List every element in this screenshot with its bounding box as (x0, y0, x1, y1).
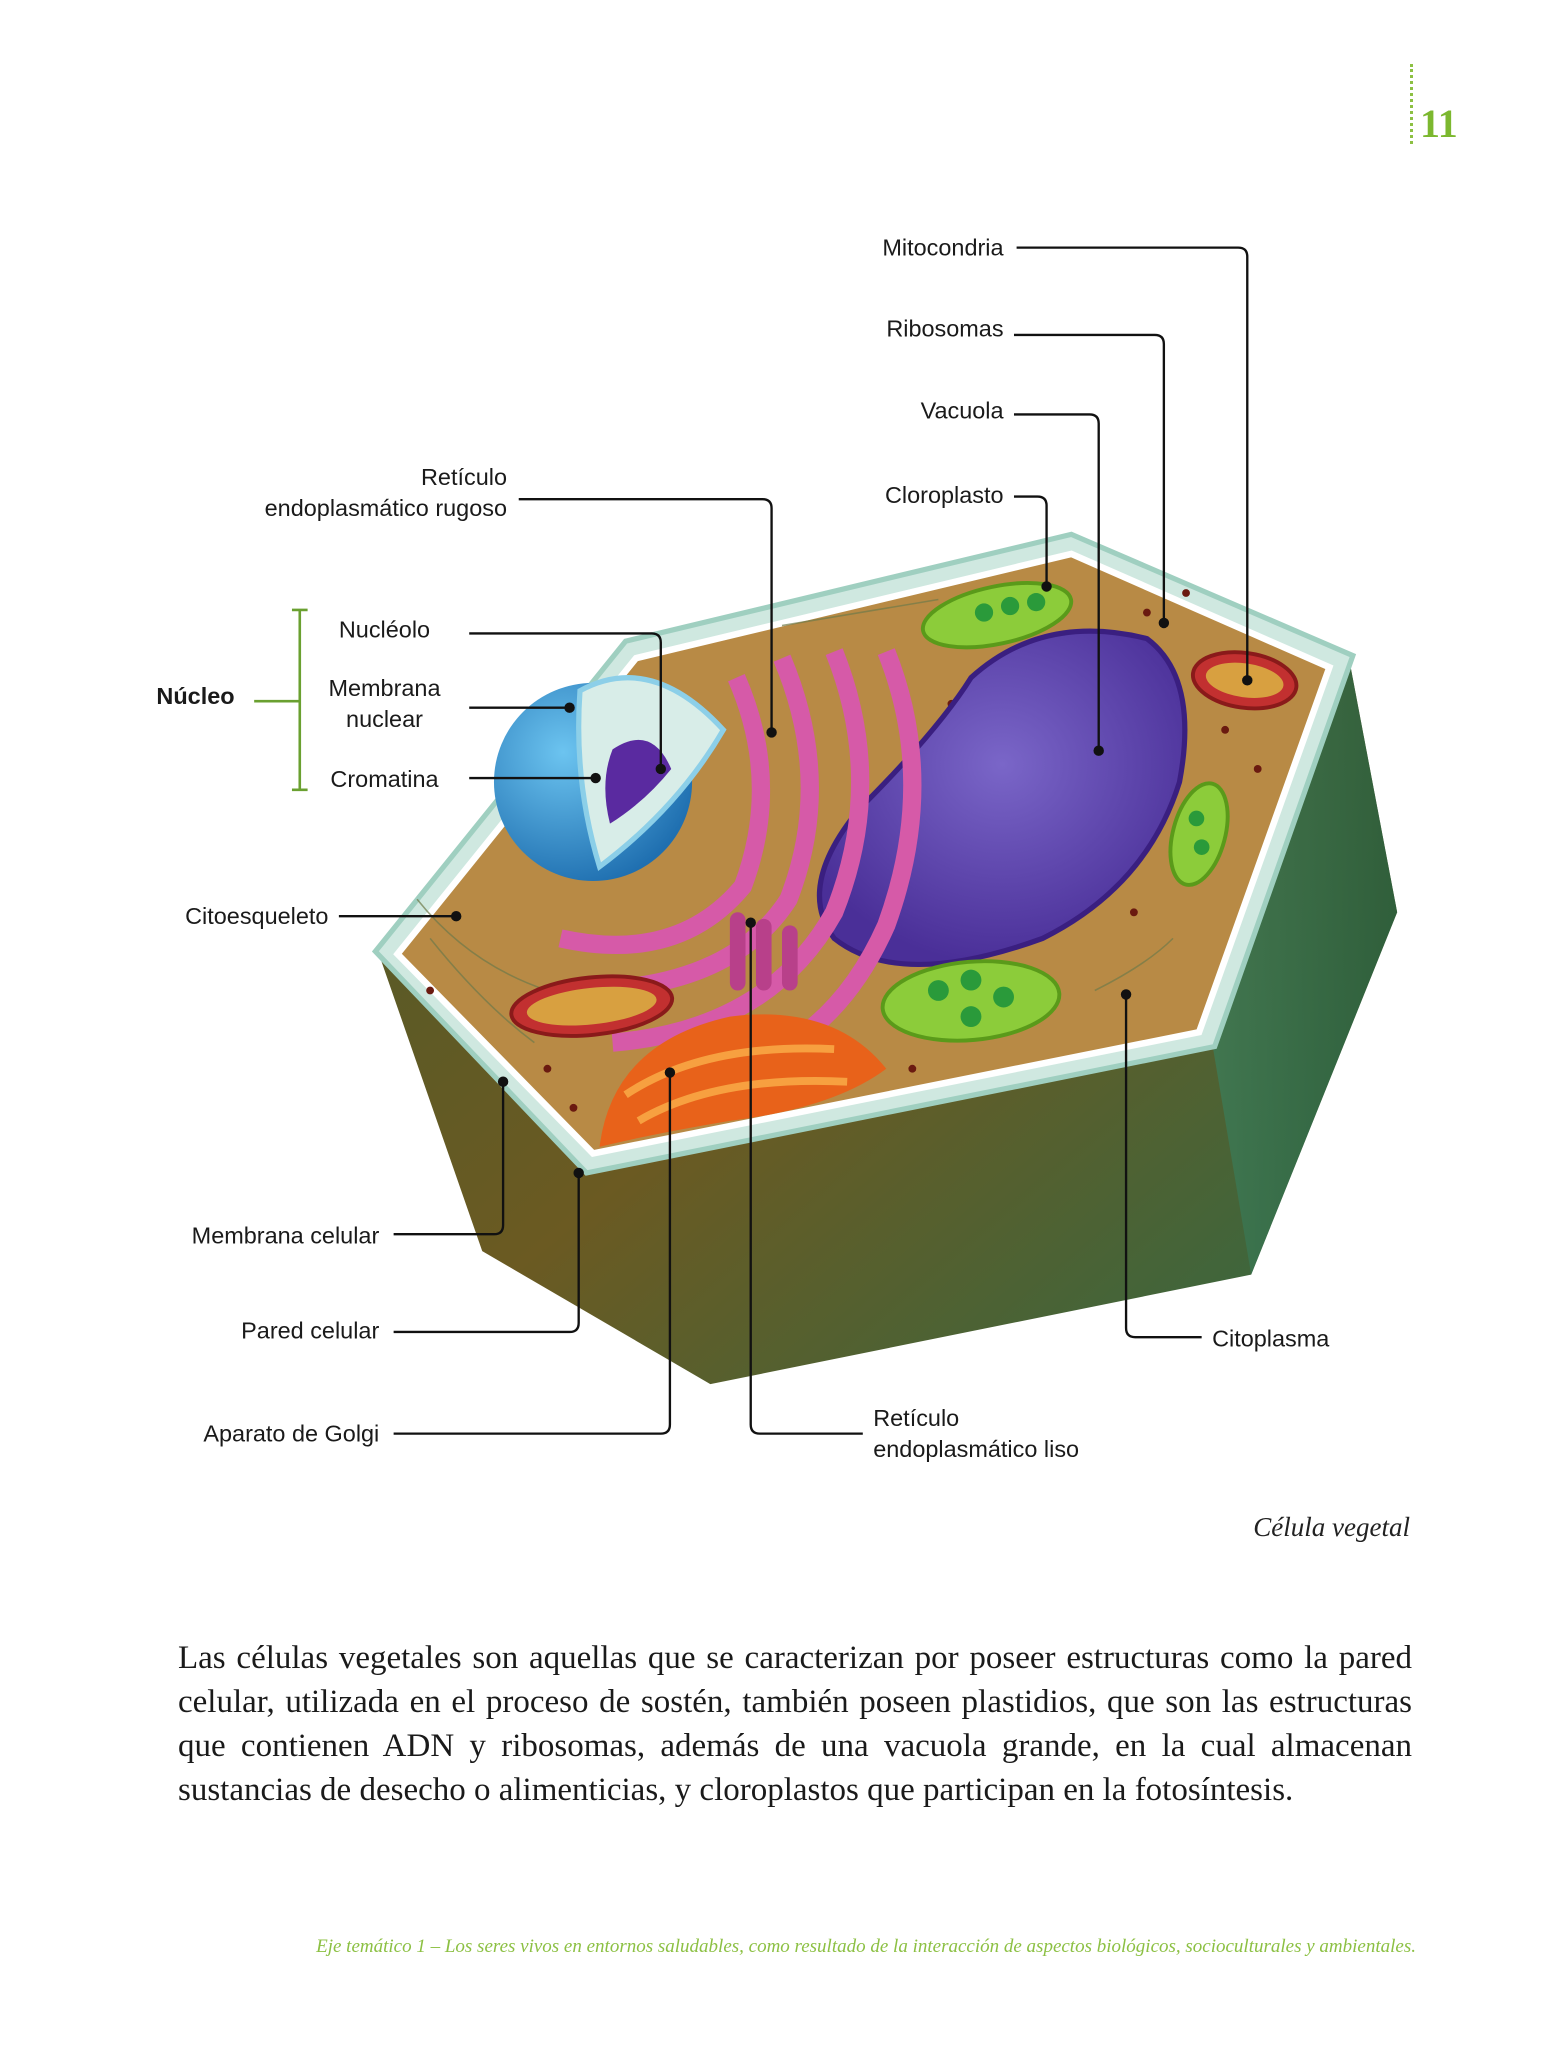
label-membrana-celular: Membrana celular (192, 1222, 380, 1248)
label-reticulo-rugoso-line2: endoplasmático rugoso (265, 495, 507, 521)
label-nucleo: Núcleo (156, 683, 234, 709)
label-aparato-golgi: Aparato de Golgi (203, 1420, 379, 1446)
nucleolus (605, 739, 672, 824)
cell-side-face (1212, 658, 1398, 1275)
cytoskeleton-fibers (416, 598, 1174, 1044)
label-reticulo-rugoso-line1: Retículo (421, 464, 507, 490)
body-paragraph: Las células vegetales son aquellas que s… (178, 1640, 1412, 1808)
label-citoplasma: Citoplasma (1212, 1325, 1330, 1351)
label-membrana-nuclear-line2: nuclear (346, 706, 423, 732)
label-nucleolo: Nucléolo (339, 616, 430, 642)
label-pared-celular: Pared celular (241, 1317, 379, 1343)
chloroplast (1168, 781, 1230, 887)
page-number-rule (1410, 64, 1413, 144)
figure-caption: Célula vegetal (1253, 1512, 1410, 1542)
label-cromatina: Cromatina (330, 766, 439, 792)
page-number: 11 (1420, 101, 1458, 146)
cell-illustration (371, 531, 1398, 1385)
label-ribosomas: Ribosomas (886, 315, 1003, 341)
label-membrana-nuclear-line1: Membrana (328, 675, 441, 701)
page-footer: Eje temático 1 – Los seres vivos en ento… (316, 1936, 1416, 1957)
endoplasmic-reticulum (558, 648, 922, 1078)
chloroplast (880, 959, 1062, 1043)
label-vacuola: Vacuola (921, 397, 1005, 423)
label-citoesqueleto: Citoesqueleto (185, 903, 328, 929)
label-mitocondria: Mitocondria (882, 234, 1004, 260)
golgi-apparatus (599, 1014, 887, 1147)
smooth-er-tubes (729, 912, 798, 991)
chloroplast (920, 581, 1074, 650)
nucleus-bracket (254, 608, 308, 792)
label-reticulo-liso-line1: Retículo (873, 1405, 959, 1431)
leader-lines (254, 246, 1253, 1435)
label-reticulo-liso-line2: endoplasmático liso (873, 1436, 1079, 1462)
mitochondrion (509, 974, 675, 1038)
label-cloroplasto: Cloroplasto (885, 482, 1004, 508)
